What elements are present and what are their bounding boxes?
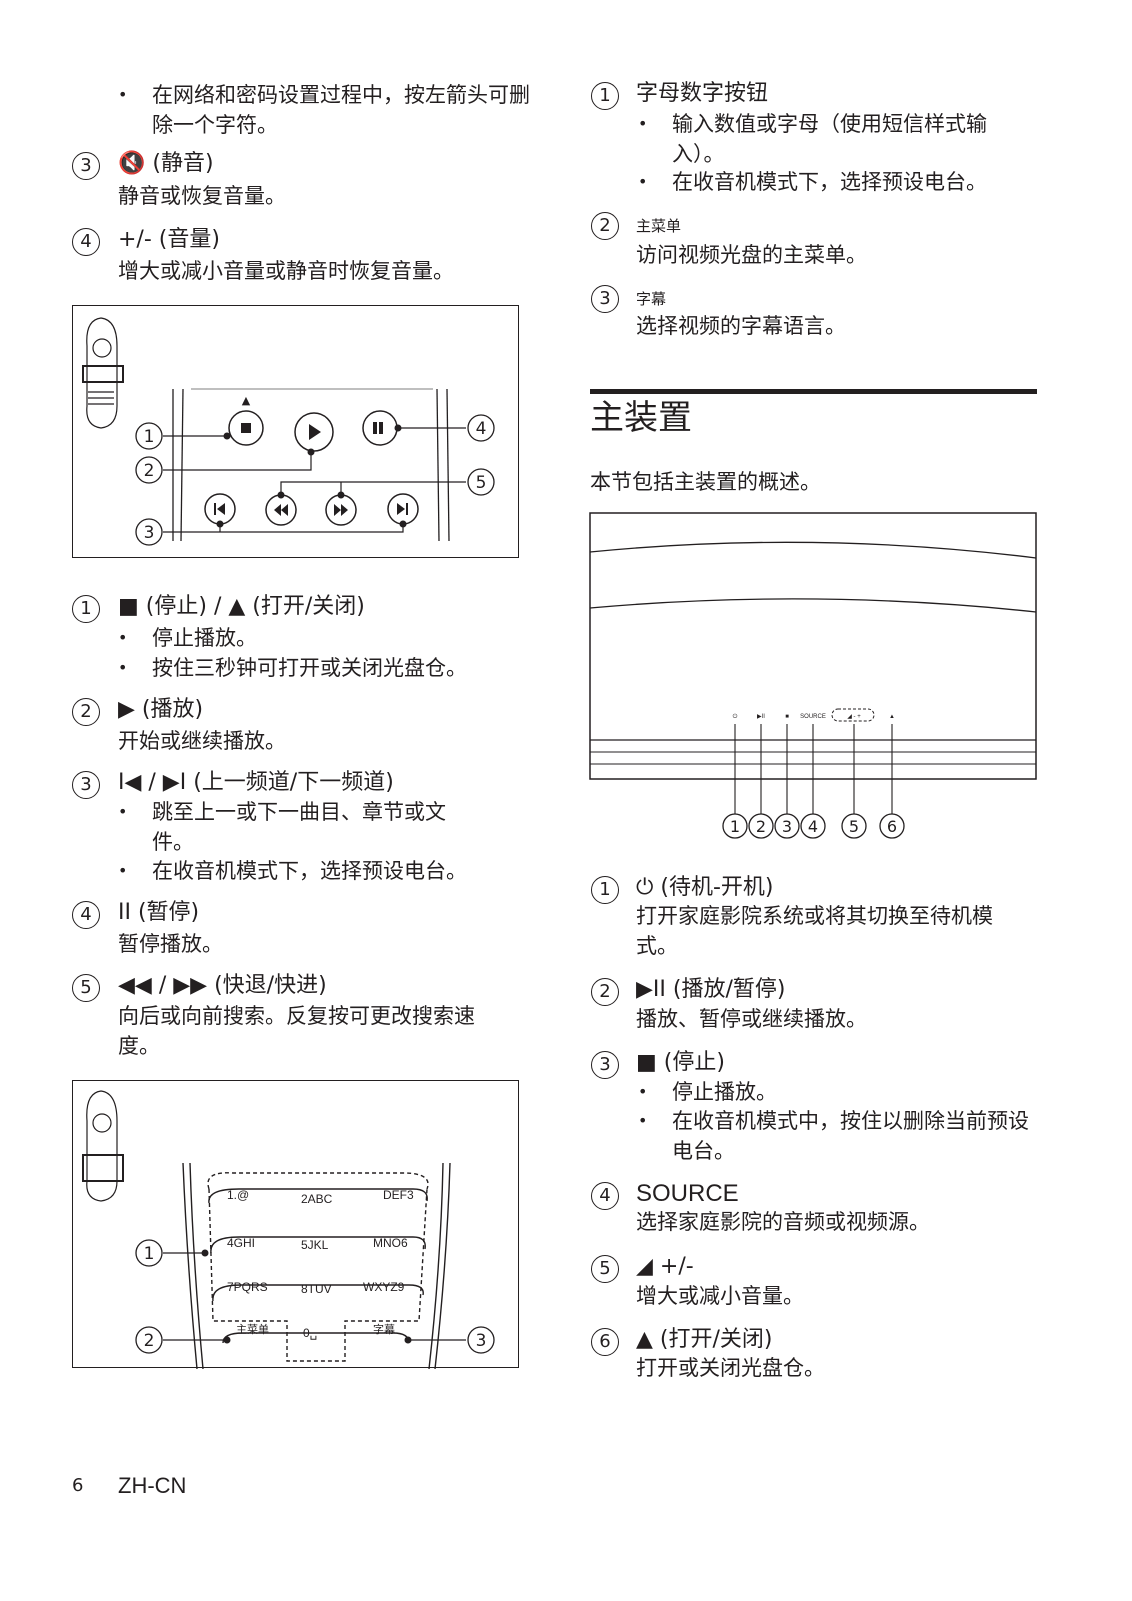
volume-heading: +/- (音量): [118, 227, 220, 252]
keypad-figure: 1.@ 2ABC DEF3 4GHI 5JKL MNO6 7PQRS 8TUV …: [72, 1080, 519, 1370]
fig3-callout-3: 3: [782, 817, 792, 836]
callout-number: 4: [72, 901, 100, 929]
fig3-callout-4: 4: [808, 817, 818, 836]
stop-heading: ■ (停止): [636, 1050, 725, 1075]
callout-number: 6: [591, 1328, 619, 1356]
callout-number: 4: [72, 228, 100, 256]
key-7: 7PQRS: [227, 1280, 268, 1294]
key-6: MNO6: [373, 1236, 408, 1250]
play-pause-heading: ▶II (播放/暂停): [636, 977, 786, 1002]
volume-desc: 增大或减小音量或静音时恢复音量。: [118, 259, 454, 283]
remote-thumbnail-icon: [82, 317, 124, 429]
list-bullet: 输入数值或字母（使用短信样式输入）。: [638, 109, 1032, 169]
callout-number: 3: [591, 1051, 619, 1079]
callout-number: 3: [591, 285, 619, 313]
section-rule: [590, 389, 1037, 394]
fig3-callout-2: 2: [756, 817, 766, 836]
fig1-callout-4: 4: [476, 419, 487, 439]
callout-number: 3: [72, 771, 100, 799]
fig2-callout-3: 3: [476, 1331, 487, 1351]
volume-unit-heading: ◢ +/-: [636, 1254, 694, 1279]
language-code: ZH-CN: [118, 1473, 187, 1498]
callout-number: 1: [591, 82, 619, 110]
key-5: 5JKL: [301, 1238, 329, 1252]
transport-buttons-figure: ▲: [72, 305, 519, 558]
volume-unit-desc: 增大或减小音量。: [636, 1284, 804, 1308]
callout-number: 2: [591, 978, 619, 1006]
fig2-callout-1: 1: [144, 1244, 155, 1264]
section-intro: 本节包括主装置的概述。: [590, 470, 821, 494]
fig3-callout-1: 1: [730, 817, 740, 836]
stop-eject-heading: ■ (停止) / ▲ (打开/关闭): [118, 594, 365, 619]
standby-desc: 打开家庭影院系统或将其切换至待机模式。: [636, 904, 993, 958]
list-bullet: 停止播放。: [118, 623, 257, 653]
key-0: 0␣: [303, 1326, 317, 1340]
callout-number: 5: [72, 974, 100, 1002]
remote-thumbnail-icon: [82, 1090, 124, 1202]
fig3-callout-5: 5: [849, 817, 859, 836]
eject-desc: 打开或关闭光盘仓。: [636, 1356, 825, 1380]
main-unit-diagram: ⏻ ▶II ■ SOURCE ◢ - + ▲ 1: [589, 512, 1037, 839]
standby-heading: ⏻ (待机-开机): [636, 875, 774, 900]
key-1: 1.@: [227, 1188, 249, 1202]
rewind-forward-desc: 向后或向前搜索。反复按可更改搜索速度。: [118, 1004, 475, 1058]
top-bullet: 在网络和密码设置过程中，按左箭头可删除一个字符。: [118, 80, 532, 140]
main-menu-heading: 主菜单: [636, 217, 682, 235]
panel-volume-icon: ◢ - +: [847, 714, 861, 720]
fig1-callout-3: 3: [144, 523, 155, 543]
subtitle-heading: 字幕: [636, 290, 667, 308]
panel-eject-icon: ▲: [889, 714, 895, 720]
pause-heading: II (暂停): [118, 900, 200, 925]
list-bullet: 在收音机模式下，选择预设电台。: [118, 856, 467, 886]
subtitle-desc: 选择视频的字幕语言。: [636, 314, 846, 338]
fig3-callout-6: 6: [887, 817, 897, 836]
prev-next-heading: I◀ / ▶I (上一频道/下一频道): [118, 770, 394, 795]
key-3: DEF3: [383, 1188, 414, 1202]
pause-desc: 暂停播放。: [118, 932, 223, 956]
keypad-diagram: 1.@ 2ABC DEF3 4GHI 5JKL MNO6 7PQRS 8TUV …: [82, 1090, 495, 1370]
play-pause-desc: 播放、暂停或继续播放。: [636, 1007, 867, 1031]
panel-stop-icon: ■: [785, 714, 789, 720]
alphanumeric-heading: 字母数字按钮: [636, 81, 769, 106]
callout-number: 1: [591, 876, 619, 904]
mute-desc: 静音或恢复音量。: [118, 184, 286, 208]
callout-number: 2: [72, 698, 100, 726]
play-desc: 开始或继续播放。: [118, 729, 286, 753]
callout-number: 3: [72, 152, 100, 180]
callout-number: 5: [591, 1255, 619, 1283]
transport-diagram: ▲: [82, 317, 495, 546]
main-menu-desc: 访问视频光盘的主菜单。: [636, 243, 867, 267]
fig1-callout-5: 5: [476, 473, 487, 493]
panel-standby-icon: ⏻: [733, 713, 738, 720]
callout-number: 2: [591, 212, 619, 240]
mute-heading: 🔇 (静音): [118, 151, 214, 176]
eject-heading: ▲ (打开/关闭): [636, 1327, 773, 1352]
main-unit-figure: ⏻ ▶II ■ SOURCE ◢ - + ▲ 1: [589, 512, 1038, 842]
section-title: 主装置: [590, 398, 692, 438]
panel-play-pause-icon: ▶II: [757, 714, 765, 720]
fig1-callout-2: 2: [144, 461, 155, 481]
source-heading: SOURCE: [636, 1180, 739, 1207]
key-9: WXYZ9: [363, 1280, 405, 1294]
list-bullet: 在收音机模式下，选择预设电台。: [638, 167, 987, 197]
key-2: 2ABC: [301, 1192, 333, 1206]
callout-number: 1: [72, 595, 100, 623]
list-bullet: 在收音机模式中，按住以删除当前预设电台。: [638, 1106, 1032, 1166]
list-bullet: 按住三秒钟可打开或关闭光盘仓。: [118, 653, 467, 683]
key-8: 8TUV: [301, 1282, 332, 1296]
source-desc: 选择家庭影院的音频或视频源。: [636, 1210, 930, 1234]
list-bullet: 跳至上一或下一曲目、章节或文件。: [118, 797, 472, 857]
key-subtitle: 字幕: [373, 1322, 395, 1336]
panel-source-label: SOURCE: [800, 714, 826, 720]
eject-icon: ▲: [242, 394, 251, 407]
fig2-callout-2: 2: [144, 1331, 155, 1351]
key-4: 4GHI: [227, 1236, 255, 1250]
page-number: 6: [72, 1475, 84, 1496]
fig1-callout-1: 1: [144, 427, 155, 447]
callout-number: 4: [591, 1182, 619, 1210]
play-heading: ▶ (播放): [118, 697, 204, 722]
rewind-forward-heading: ◀◀ / ▶▶ (快退/快进): [118, 973, 327, 998]
key-main-menu: 主菜单: [236, 1323, 269, 1336]
list-bullet: 停止播放。: [638, 1077, 777, 1107]
